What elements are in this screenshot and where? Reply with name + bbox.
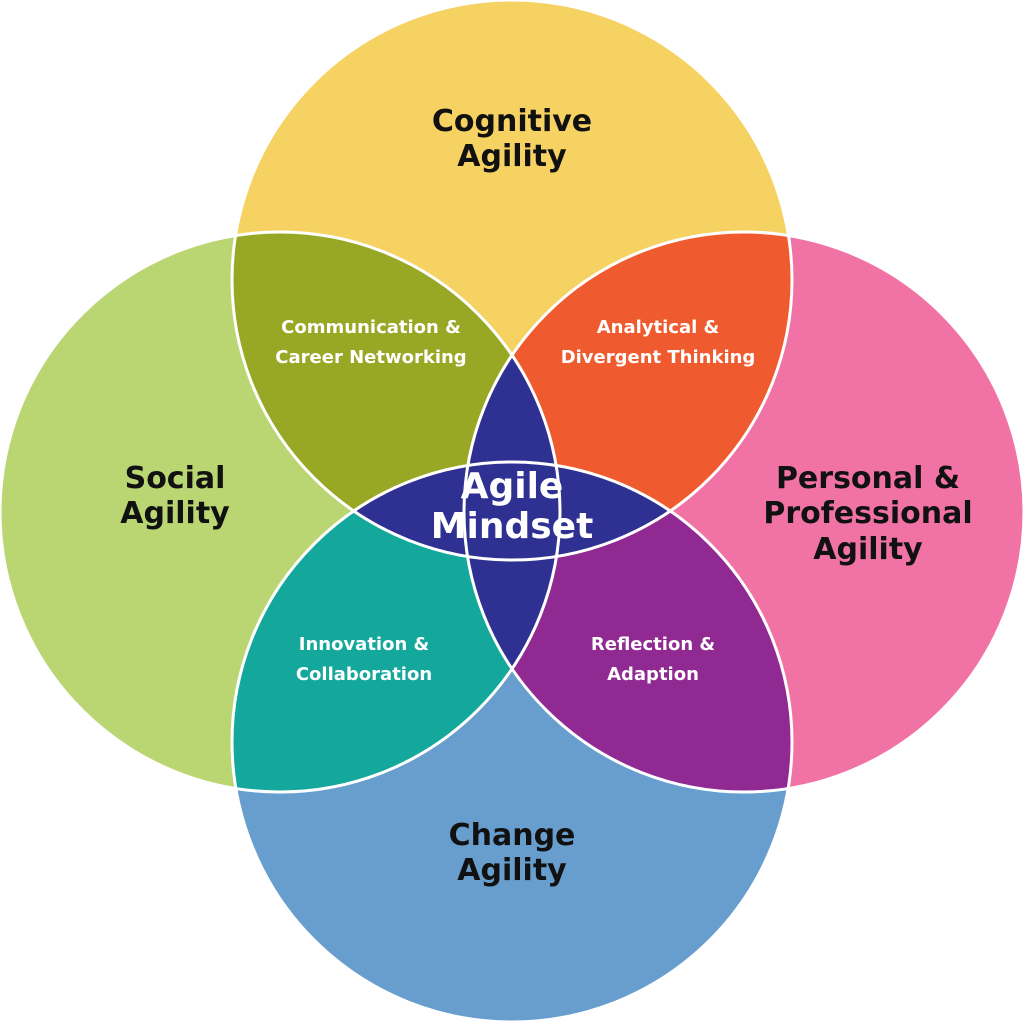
outline-personal <box>462 230 1024 794</box>
outline-cognitive <box>230 0 794 562</box>
outline-social <box>0 230 562 794</box>
center-line2: Mindset <box>430 506 594 548</box>
social-line2: Agility <box>120 496 230 532</box>
cognitive-line1: Cognitive <box>431 104 593 139</box>
communication-line1: Communication & <box>281 317 461 338</box>
communication-line2: Career Networking <box>275 346 467 368</box>
social-agility-label: Social Agility <box>120 461 229 532</box>
analytical-thinking-label: Analytical & Divergent Thinking <box>561 313 756 372</box>
personal-professional-agility-label: Personal & Professional Agility <box>763 461 972 567</box>
personal-line1: Personal & <box>775 461 961 496</box>
cognitive-agility-label: Cognitive Agility <box>432 104 592 175</box>
analytical-line1: Analytical & <box>596 317 720 338</box>
change-line1: Change <box>448 818 576 853</box>
innovation-line2: Collaboration <box>295 663 433 685</box>
change-line2: Agility <box>457 853 567 889</box>
reflection-adaption-label: Reflection & Adaption <box>591 630 715 689</box>
cognitive-line2: Agility <box>457 139 567 175</box>
innovation-line1: Innovation & <box>298 634 430 655</box>
change-agility-label: Change Agility <box>449 818 576 889</box>
agile-mindset-label: Agile Mindset <box>430 466 594 548</box>
outline-change <box>230 460 794 1024</box>
communication-networking-label: Communication & Career Networking <box>275 313 466 372</box>
personal-line2: Professional <box>763 496 973 532</box>
analytical-line2: Divergent Thinking <box>560 346 756 368</box>
personal-line3: Agility <box>813 531 923 567</box>
reflection-line2: Adaption <box>607 663 699 685</box>
reflection-line1: Reflection & <box>590 634 716 655</box>
social-line1: Social <box>124 461 226 496</box>
center-line1: Agile <box>460 466 564 507</box>
innovation-collaboration-label: Innovation & Collaboration <box>296 630 432 689</box>
